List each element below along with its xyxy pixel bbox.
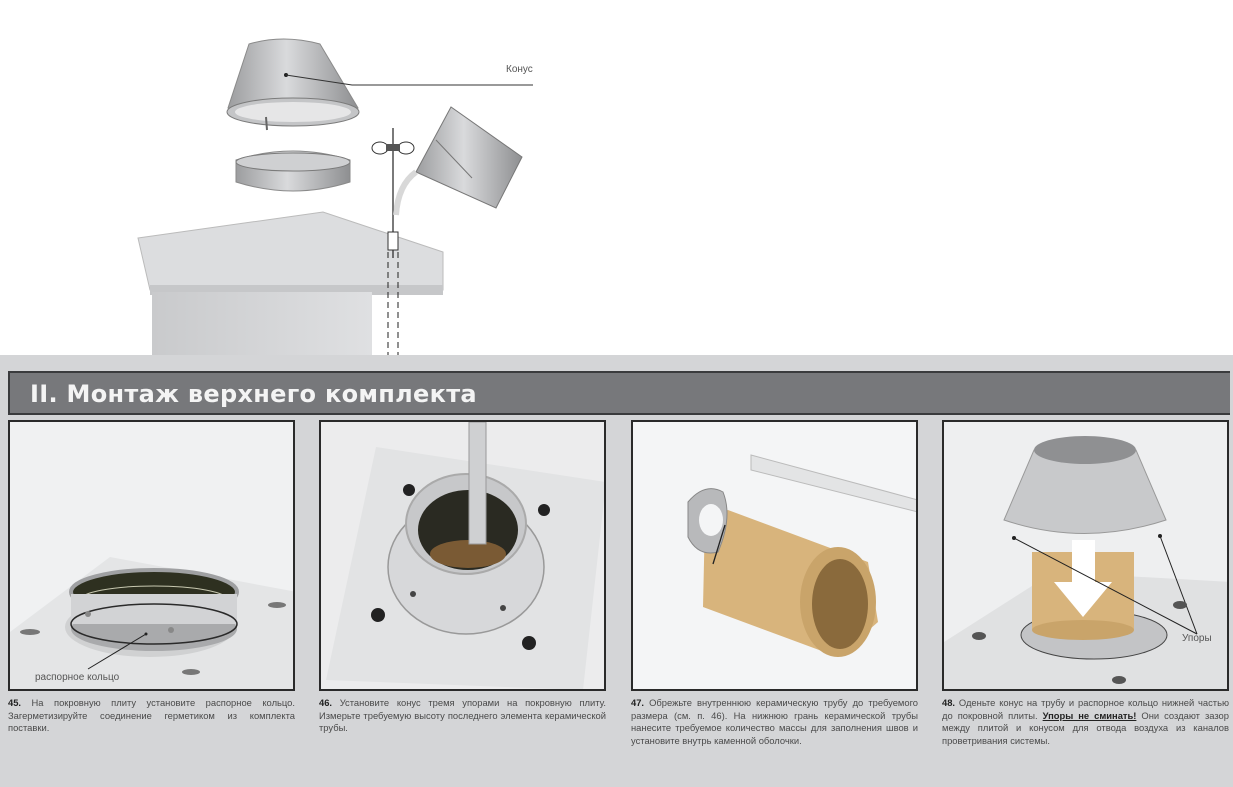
stops-label: Упоры	[1182, 633, 1212, 644]
warning-text: Упоры не сминать!	[1042, 709, 1137, 721]
section-header: II. Монтаж верхнего комплекта	[8, 371, 1230, 415]
step-text: На покровную плиту установите распорное …	[8, 697, 296, 734]
step-47: 47. Обрежьте внутреннюю керамическую тру…	[631, 420, 918, 748]
step-number: 47.	[631, 697, 645, 708]
step-text: Установите конус тремя упорами на покров…	[319, 697, 606, 734]
cone-label: Конус	[506, 64, 533, 75]
step-48-caption: 48. Оденьте конус на трубу и распорное к…	[942, 697, 1229, 748]
cone-measure-render	[321, 422, 604, 689]
step-45-caption: 45. На покровную плиту установите распор…	[8, 697, 295, 735]
step-45-image: распорное кольцо	[8, 420, 295, 691]
step-number: 48.	[942, 697, 956, 708]
step-number: 45.	[8, 697, 22, 708]
step-text: Оденьте конус на трубу и распорное кольц…	[942, 697, 1230, 721]
step-45: распорное кольцо 45. На покровную плиту …	[8, 420, 295, 735]
spacer-ring-render	[10, 557, 293, 689]
installation-section: II. Монтаж верхнего комплекта распорное	[0, 355, 1233, 787]
cone-mount-render	[944, 422, 1227, 689]
ceramic-pipe-render	[633, 422, 916, 689]
step-text: Обрежьте внутреннюю керамическую трубу д…	[631, 697, 918, 747]
section-title: II. Монтаж верхнего комплекта	[30, 380, 477, 408]
step-46-caption: 46. Установите конус тремя упорами на по…	[319, 697, 606, 735]
step-text-continued: Они создают зазор между плитой и конусом…	[942, 709, 1229, 747]
step-48-image: Упоры	[942, 420, 1229, 691]
step-number: 46.	[319, 697, 333, 708]
step-48: Упоры 48. Оденьте конус на трубу и распо…	[942, 420, 1229, 748]
step-47-caption: 47. Обрежьте внутреннюю керамическую тру…	[631, 697, 918, 748]
step-47-image	[631, 420, 918, 691]
step-46-image	[319, 420, 606, 691]
step-46: 46. Установите конус тремя упорами на по…	[319, 420, 606, 735]
top-illustration: Конус	[0, 0, 1233, 355]
spacer-ring-label: распорное кольцо	[35, 672, 120, 683]
exploded-assembly-drawing	[137, 38, 533, 355]
